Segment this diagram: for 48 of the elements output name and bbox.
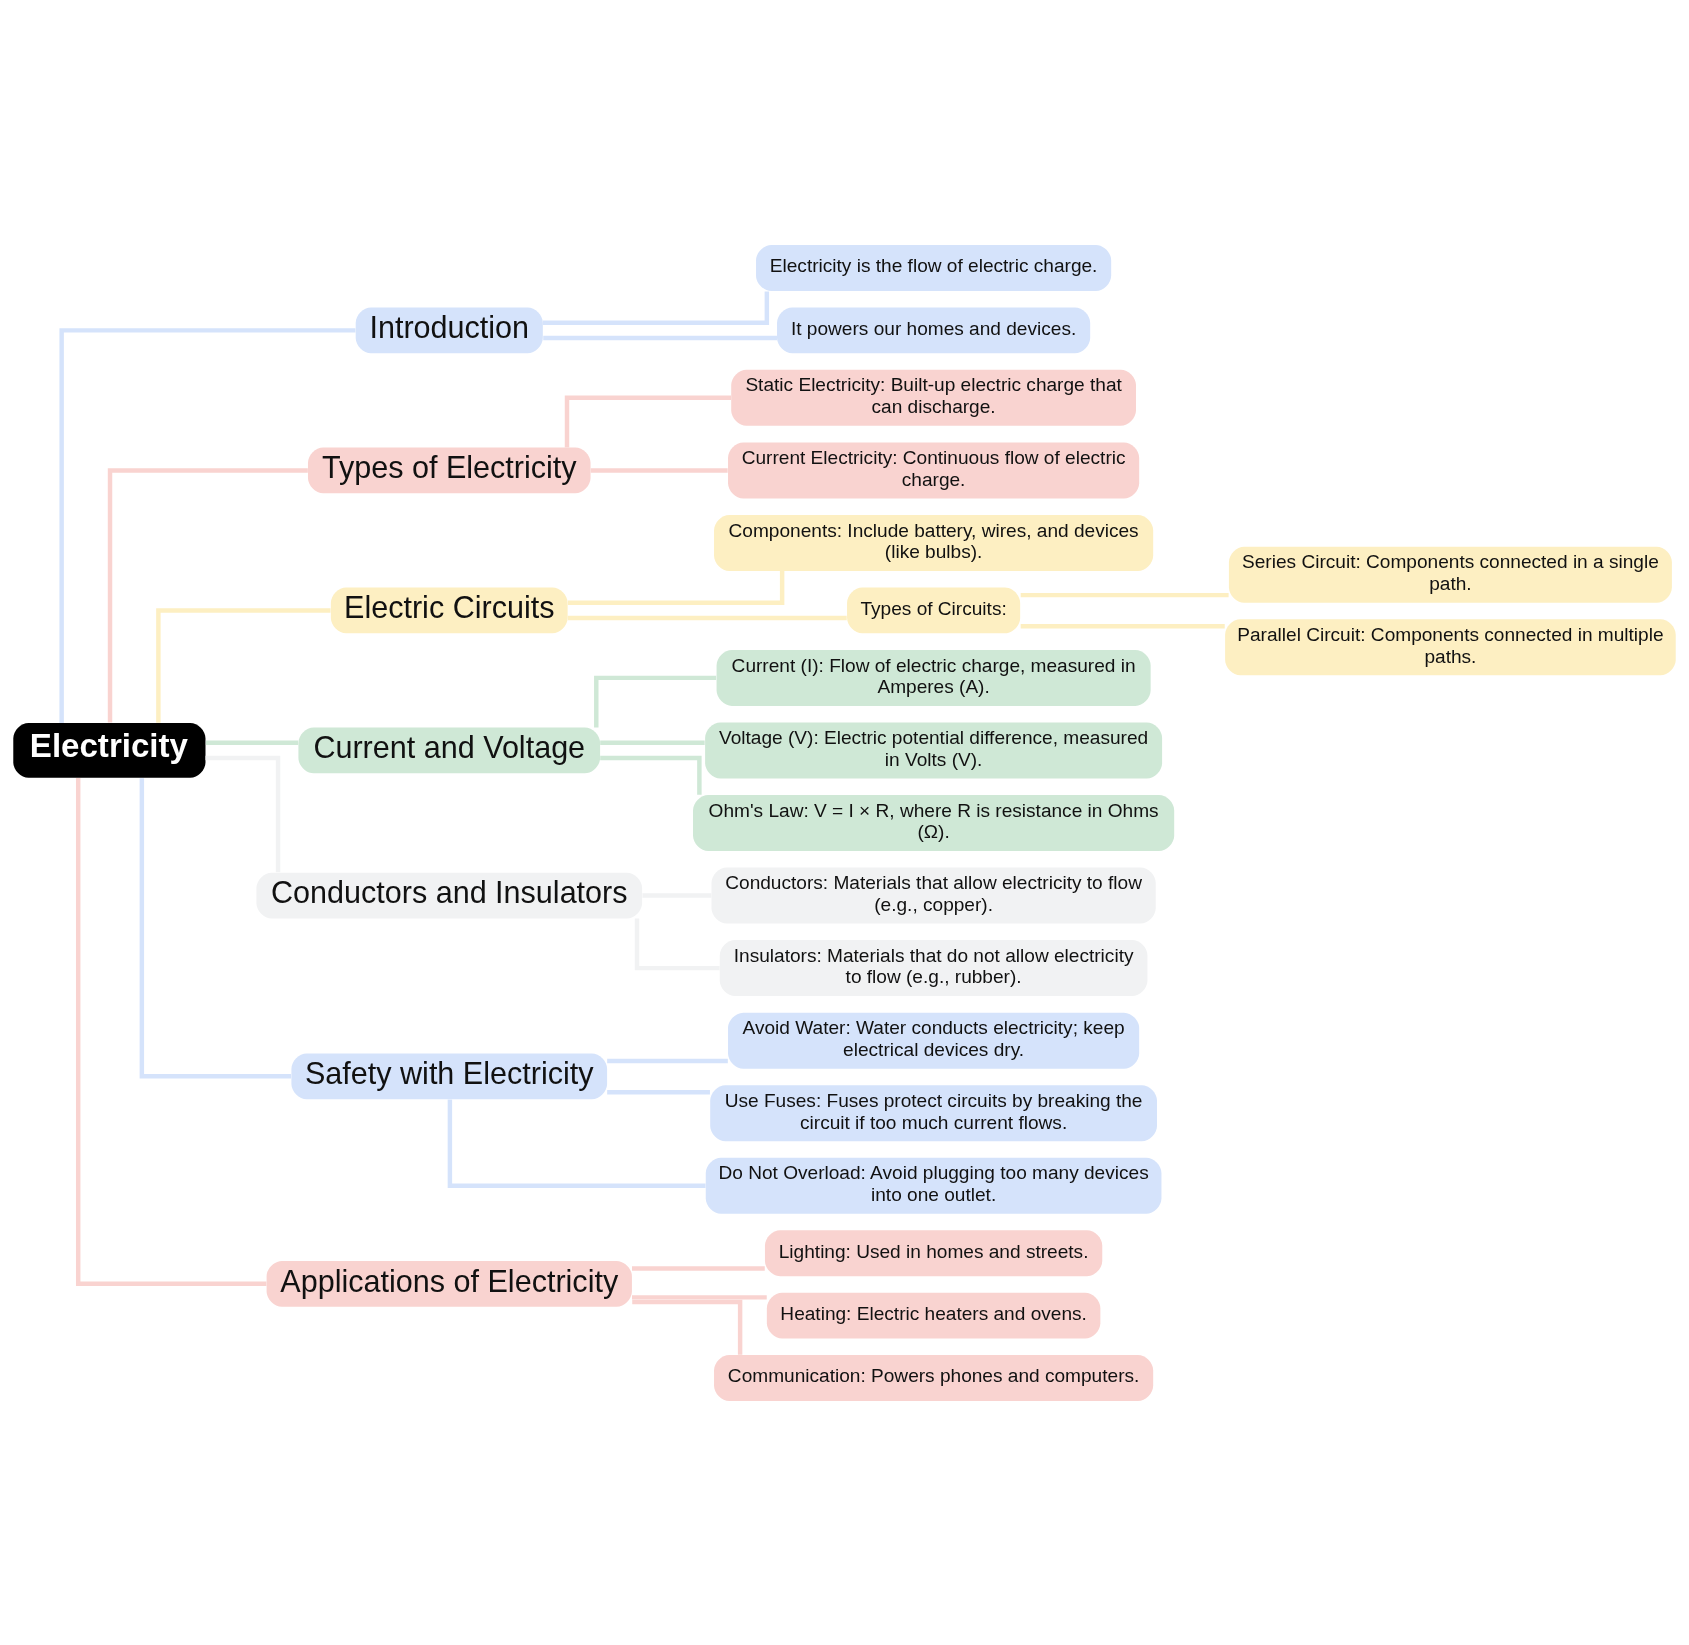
node-box: Electricity	[13, 722, 206, 778]
connector	[75, 777, 267, 1286]
node-box: Heating: Electric heaters and ovens.	[766, 1292, 1101, 1339]
node-box: Types of Electricity	[307, 447, 591, 493]
node-box: Avoid Water: Water conducts electricity; keep electrical devices dry.	[728, 1012, 1140, 1069]
node-box: Use Fuses: Fuses protect circuits by breaking the circuit if too much current flows.	[710, 1084, 1157, 1141]
node-box: Electric Circuits	[330, 587, 568, 633]
node-box: Voltage (V): Electric potential difference, measured in Volts (V).	[705, 721, 1163, 778]
node-box: Lighting: Used in homes and streets.	[764, 1229, 1103, 1276]
connector	[107, 467, 308, 723]
connector	[156, 607, 331, 723]
node-box: Static Electricity: Built-up electric charge that can discharge.	[731, 369, 1136, 426]
connector	[543, 335, 777, 340]
connector	[594, 675, 717, 727]
connector	[600, 740, 705, 745]
connector	[568, 570, 785, 605]
node-box: Components: Include battery, wires, and devices (like bulbs).	[714, 514, 1154, 571]
connector	[607, 1058, 728, 1063]
node-box: Current and Voltage	[298, 727, 601, 773]
node-box: Introduction	[355, 306, 543, 353]
node-box: Current (I): Flow of electric charge, measured in Amperes (A).	[716, 649, 1151, 706]
connector	[447, 1099, 706, 1188]
node-box: Safety with Electricity	[291, 1052, 608, 1099]
connector	[607, 1089, 710, 1094]
node-box: Do Not Overload: Avoid plugging too many devices into one outlet.	[705, 1157, 1162, 1214]
node-box: Parallel Circuit: Components connected in multiple paths.	[1225, 618, 1676, 675]
connector	[632, 1299, 743, 1355]
connector	[632, 1265, 765, 1271]
connector	[600, 755, 702, 795]
node-box: Electricity is the flow of electric charge.	[756, 244, 1112, 291]
node-box: Applications of Electricity	[266, 1260, 632, 1307]
connector	[632, 1294, 767, 1300]
node-box: Communication: Powers phones and computers.	[714, 1354, 1154, 1401]
connector	[542, 291, 770, 325]
connector	[139, 777, 292, 1079]
connector	[590, 467, 728, 473]
connector	[205, 740, 299, 745]
connector	[205, 755, 281, 872]
connector	[59, 327, 356, 723]
connector	[1020, 592, 1229, 597]
connector	[567, 615, 847, 620]
node-box: Ohm's Law: V = I × R, where R is resistance in Ohms (Ω).	[693, 794, 1175, 851]
node-box: Series Circuit: Components connected in a single path.	[1228, 546, 1672, 603]
node-box: Types of Circuits:	[847, 587, 1021, 633]
connector	[564, 395, 731, 447]
connector	[1020, 623, 1225, 629]
node-box: It powers our homes and devices.	[777, 306, 1091, 353]
node-box: Current Electricity: Continuous flow of electric charge.	[728, 441, 1140, 498]
